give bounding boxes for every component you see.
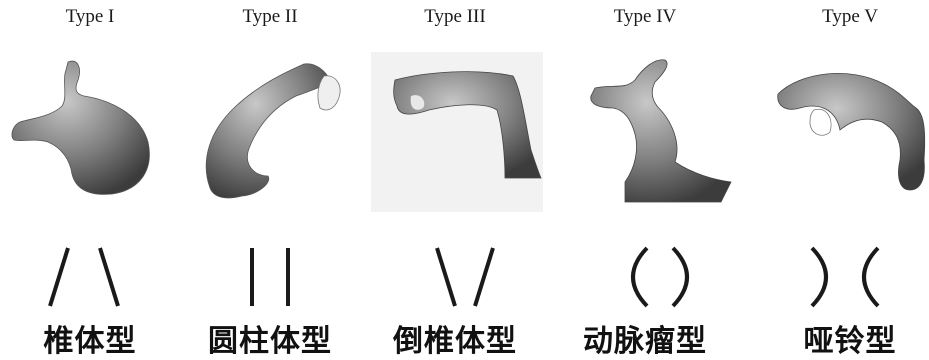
type-1-shape-glyph bbox=[0, 240, 180, 312]
type-5-aneurysm-model bbox=[760, 50, 929, 220]
type-1-name: 椎体型 bbox=[0, 316, 180, 360]
type-2-aneurysm-model bbox=[180, 50, 360, 220]
type-3-column: Type III 倒椎体型 bbox=[365, 0, 545, 355]
type-4-shape-glyph bbox=[555, 240, 735, 312]
type-4-name: 动脉瘤型 bbox=[555, 316, 735, 360]
type-3-shape-glyph bbox=[365, 240, 545, 312]
type-3-aneurysm-model bbox=[365, 50, 545, 220]
type-3-name: 倒椎体型 bbox=[365, 316, 545, 360]
type-5-name: 哑铃型 bbox=[760, 316, 929, 360]
type-5-shape-glyph bbox=[760, 240, 929, 312]
type-5-label: Type V bbox=[760, 6, 929, 28]
type-4-label: Type IV bbox=[555, 6, 735, 28]
type-3-label: Type III bbox=[365, 6, 545, 28]
type-2-shape-glyph bbox=[180, 240, 360, 312]
type-2-column: Type II 圆柱体型 bbox=[180, 0, 360, 355]
type-2-label: Type II bbox=[180, 6, 360, 28]
type-1-label: Type I bbox=[0, 6, 180, 28]
type-5-column: Type V 哑铃型 bbox=[760, 0, 929, 355]
type-1-aneurysm-model bbox=[0, 50, 180, 220]
type-4-column: Type IV 动脉瘤型 bbox=[555, 0, 735, 355]
type-2-name: 圆柱体型 bbox=[180, 316, 360, 360]
type-4-aneurysm-model bbox=[555, 50, 735, 220]
type-1-column: Type I 椎体型 bbox=[0, 0, 180, 355]
